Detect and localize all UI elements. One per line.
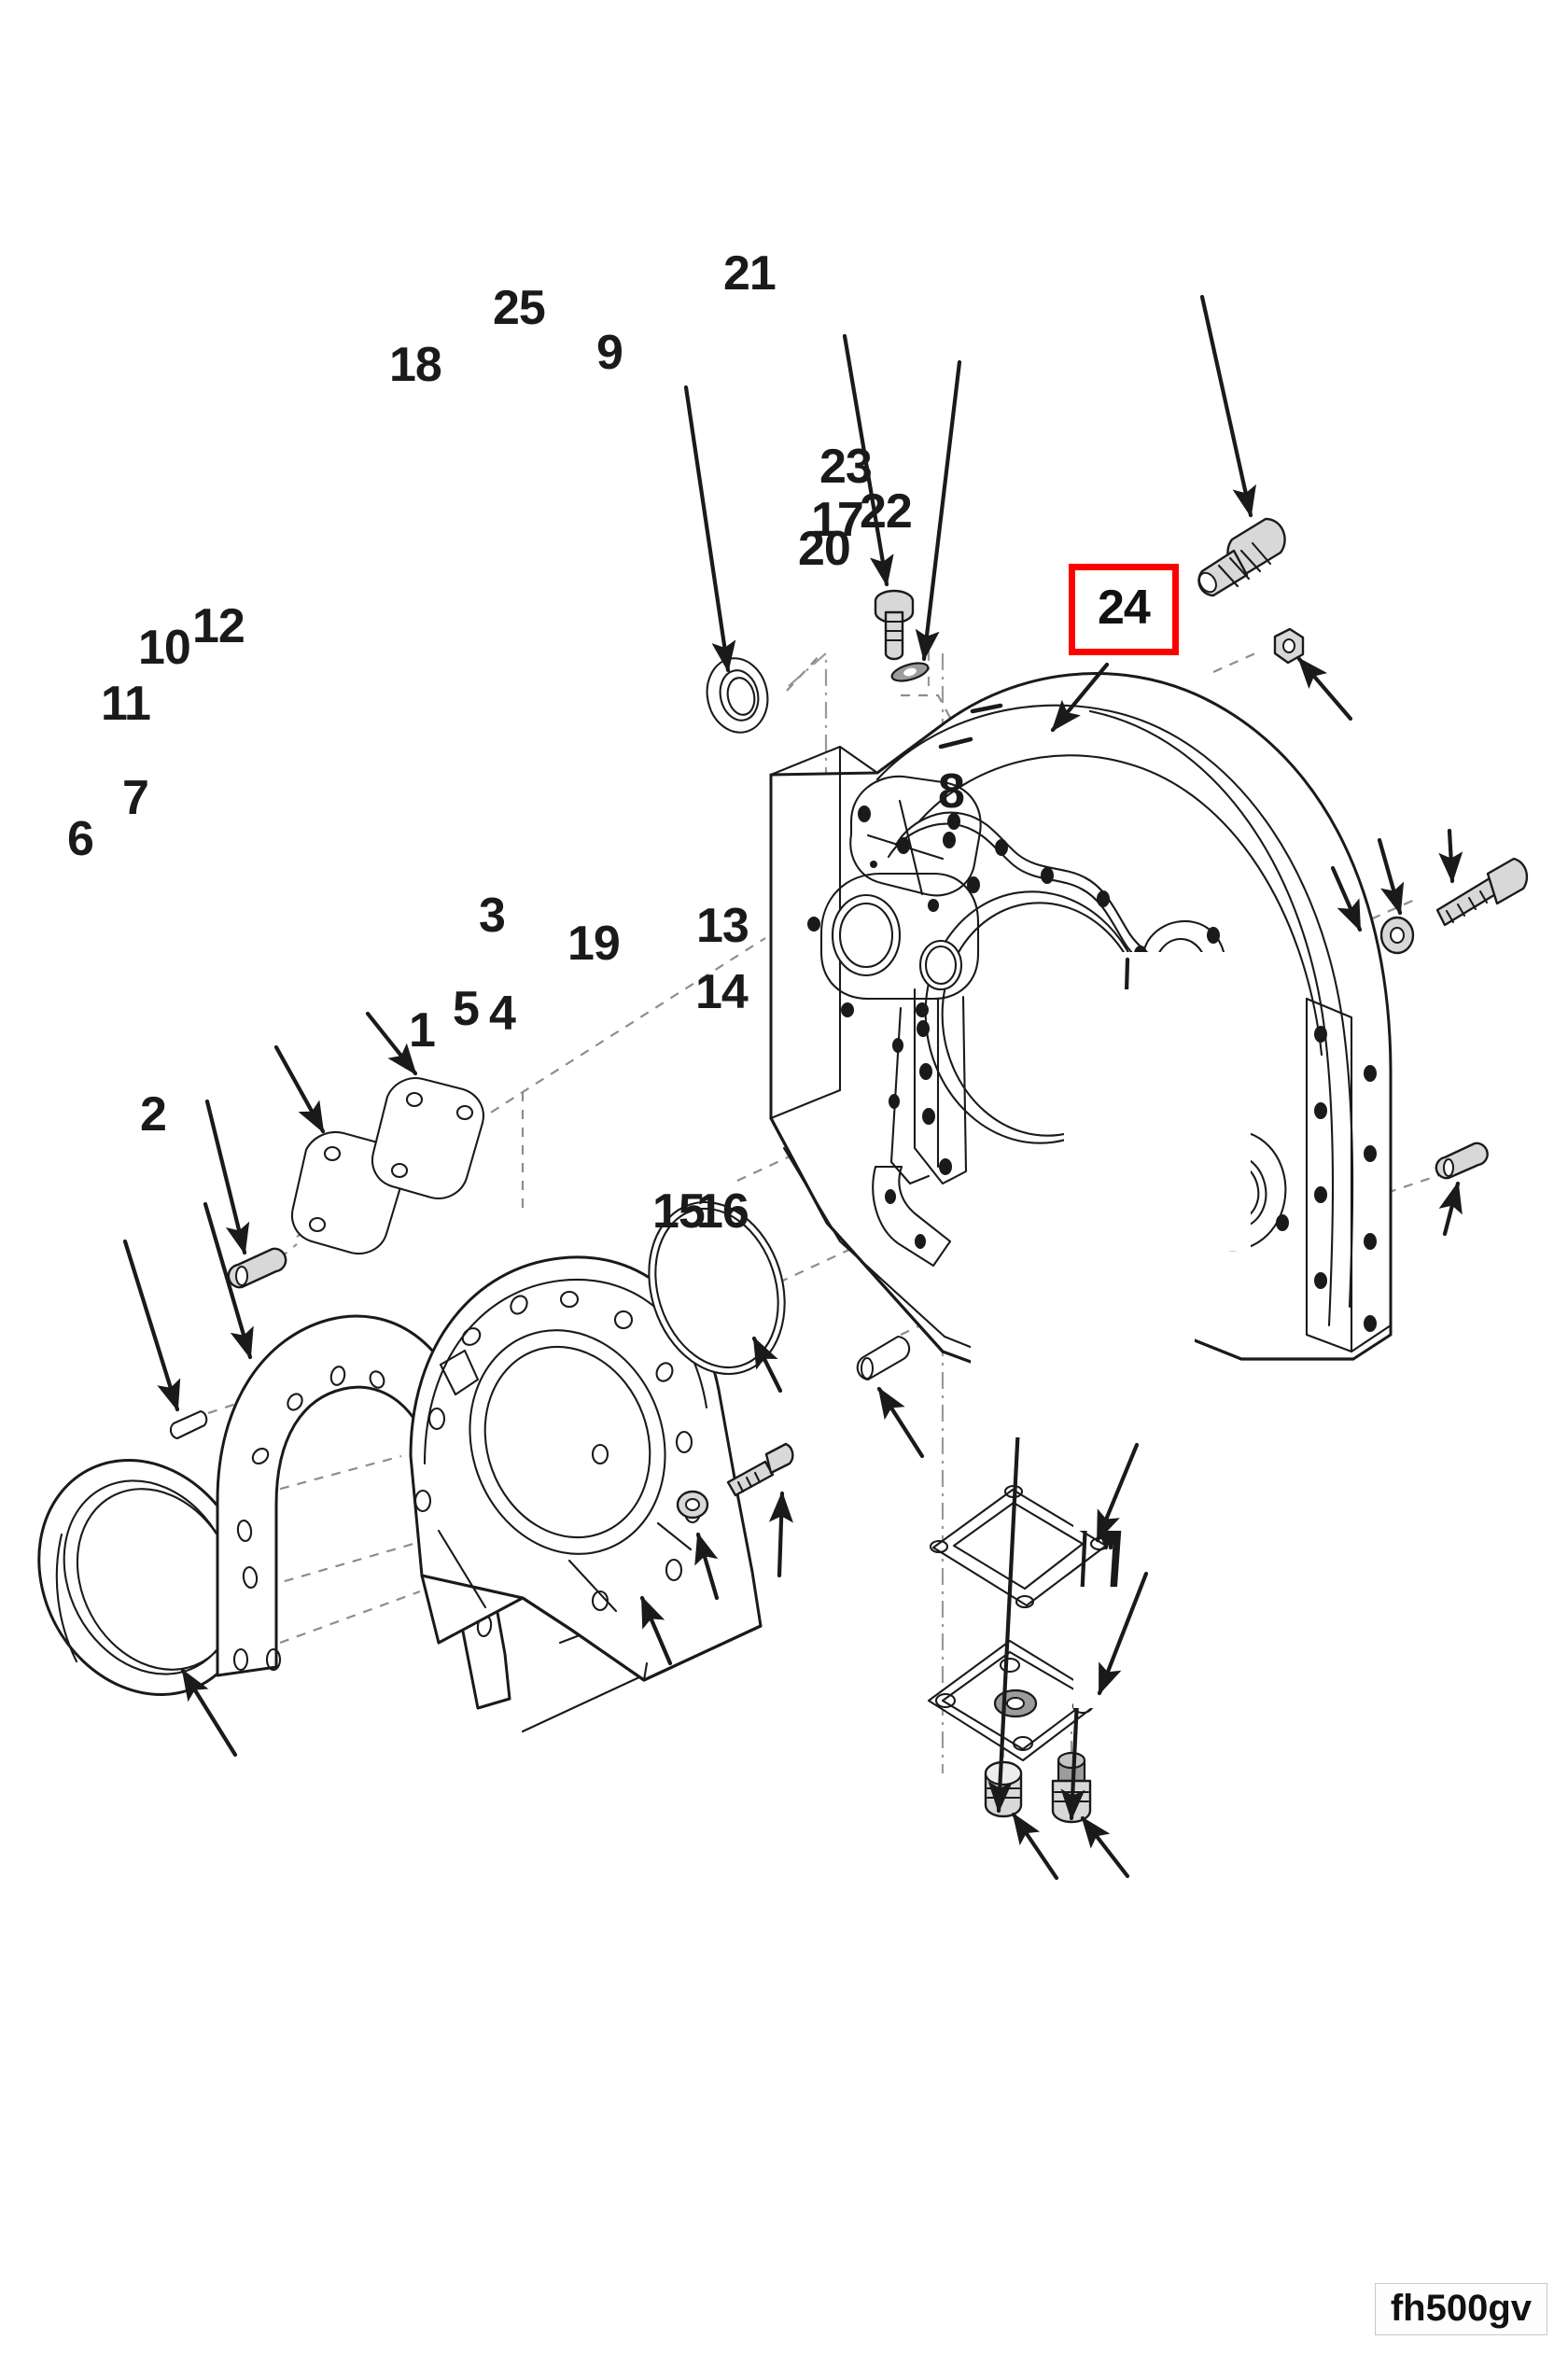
callout-label-5[interactable]: 5 <box>453 982 480 1036</box>
watermark-label: fh500gv <box>1374 2283 1547 2335</box>
callout-label-14[interactable]: 14 <box>695 965 749 1019</box>
callout-label-4[interactable]: 4 <box>489 987 516 1041</box>
callout-label-21[interactable]: 21 <box>723 246 777 301</box>
part-3-o-ring-seal <box>648 1200 786 1376</box>
callout-label-10[interactable]: 10 <box>138 621 191 675</box>
part-1-rear-seal-housing <box>409 1255 763 1682</box>
callout-label-17[interactable]: 17 <box>811 493 864 547</box>
callout-label-2[interactable]: 2 <box>140 1087 167 1142</box>
part-4-capscrew <box>726 1442 794 1497</box>
callout-label-7[interactable]: 7 <box>122 771 149 825</box>
callout-label-18[interactable]: 18 <box>389 338 442 392</box>
callout-label-13[interactable]: 13 <box>696 899 749 953</box>
part-25-capscrew <box>874 589 915 661</box>
callout-label-12[interactable]: 12 <box>192 599 245 653</box>
part-5-washer <box>676 1490 709 1520</box>
part-21-threaded-plug <box>1197 517 1286 597</box>
part-8-dowel-pin <box>1435 1142 1489 1180</box>
part-12-cover-plate-gasket <box>371 1077 484 1199</box>
callout-label-15[interactable]: 15 <box>652 1184 706 1239</box>
part-22-capscrew <box>1435 857 1529 927</box>
callout-label-22[interactable]: 22 <box>860 484 913 539</box>
callout-label-11[interactable]: 11 <box>101 677 151 731</box>
callout-label-1[interactable]: 1 <box>409 1003 436 1058</box>
callout-label-25[interactable]: 25 <box>493 281 546 335</box>
callout-label-8[interactable]: 8 <box>938 764 965 819</box>
callout-label-16[interactable]: 16 <box>696 1184 749 1239</box>
part-23-hex-nut <box>1273 627 1305 665</box>
callout-label-3[interactable]: 3 <box>479 889 506 943</box>
callout-label-19[interactable]: 19 <box>567 917 621 971</box>
callout-label-9[interactable]: 9 <box>596 326 623 380</box>
part-9-washer <box>890 662 930 682</box>
part-19-dowel-pin <box>856 1335 911 1381</box>
part-17-lock-washer <box>1379 916 1415 955</box>
callout-label-23[interactable]: 23 <box>819 440 873 494</box>
part-6-dowel-pin <box>169 1409 208 1440</box>
callout-label-24-highlighted[interactable]: 24 <box>1069 564 1179 655</box>
callout-label-6[interactable]: 6 <box>67 812 94 866</box>
part-11-dowel-pin <box>227 1247 287 1289</box>
callout-label-20[interactable]: 20 <box>798 522 851 576</box>
